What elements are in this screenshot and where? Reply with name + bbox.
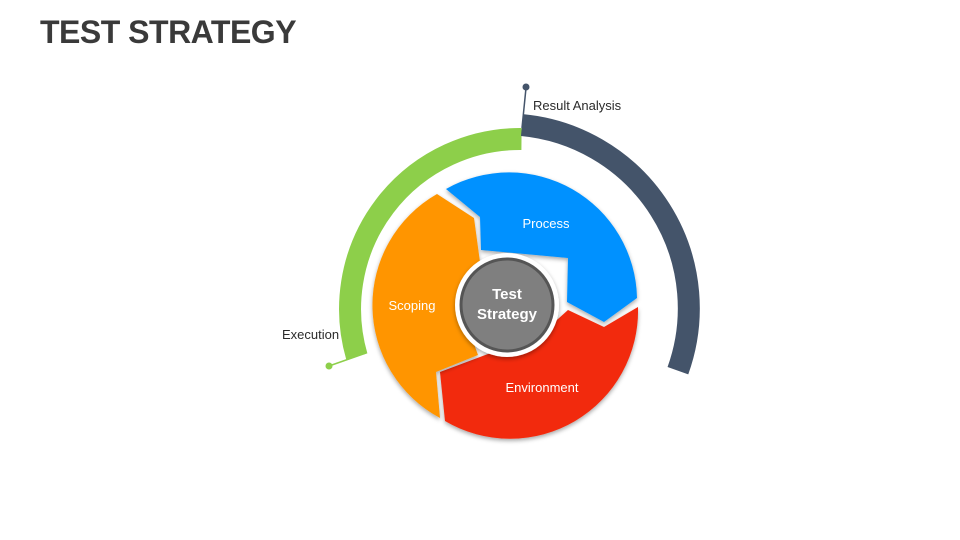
execution-leader <box>328 352 367 367</box>
scoping-segment <box>372 194 480 418</box>
environment-label: Environment <box>506 380 579 395</box>
center-circle <box>459 257 555 353</box>
result-analysis-leader <box>521 87 527 129</box>
process-segment <box>446 172 637 322</box>
result-analysis-label: Result Analysis <box>533 98 622 113</box>
execution-arc <box>339 127 522 360</box>
result-analysis-dot <box>522 83 530 91</box>
center-label-line2: Strategy <box>477 306 538 323</box>
result-analysis-arc <box>520 114 700 375</box>
execution-label: Execution <box>282 327 339 342</box>
center-label-line1: Test <box>492 286 522 303</box>
process-label: Process <box>523 216 570 231</box>
execution-dot <box>325 362 333 370</box>
slide-title: TEST STRATEGY <box>40 14 297 50</box>
environment-segment <box>440 307 639 439</box>
scoping-label: Scoping <box>389 298 436 313</box>
